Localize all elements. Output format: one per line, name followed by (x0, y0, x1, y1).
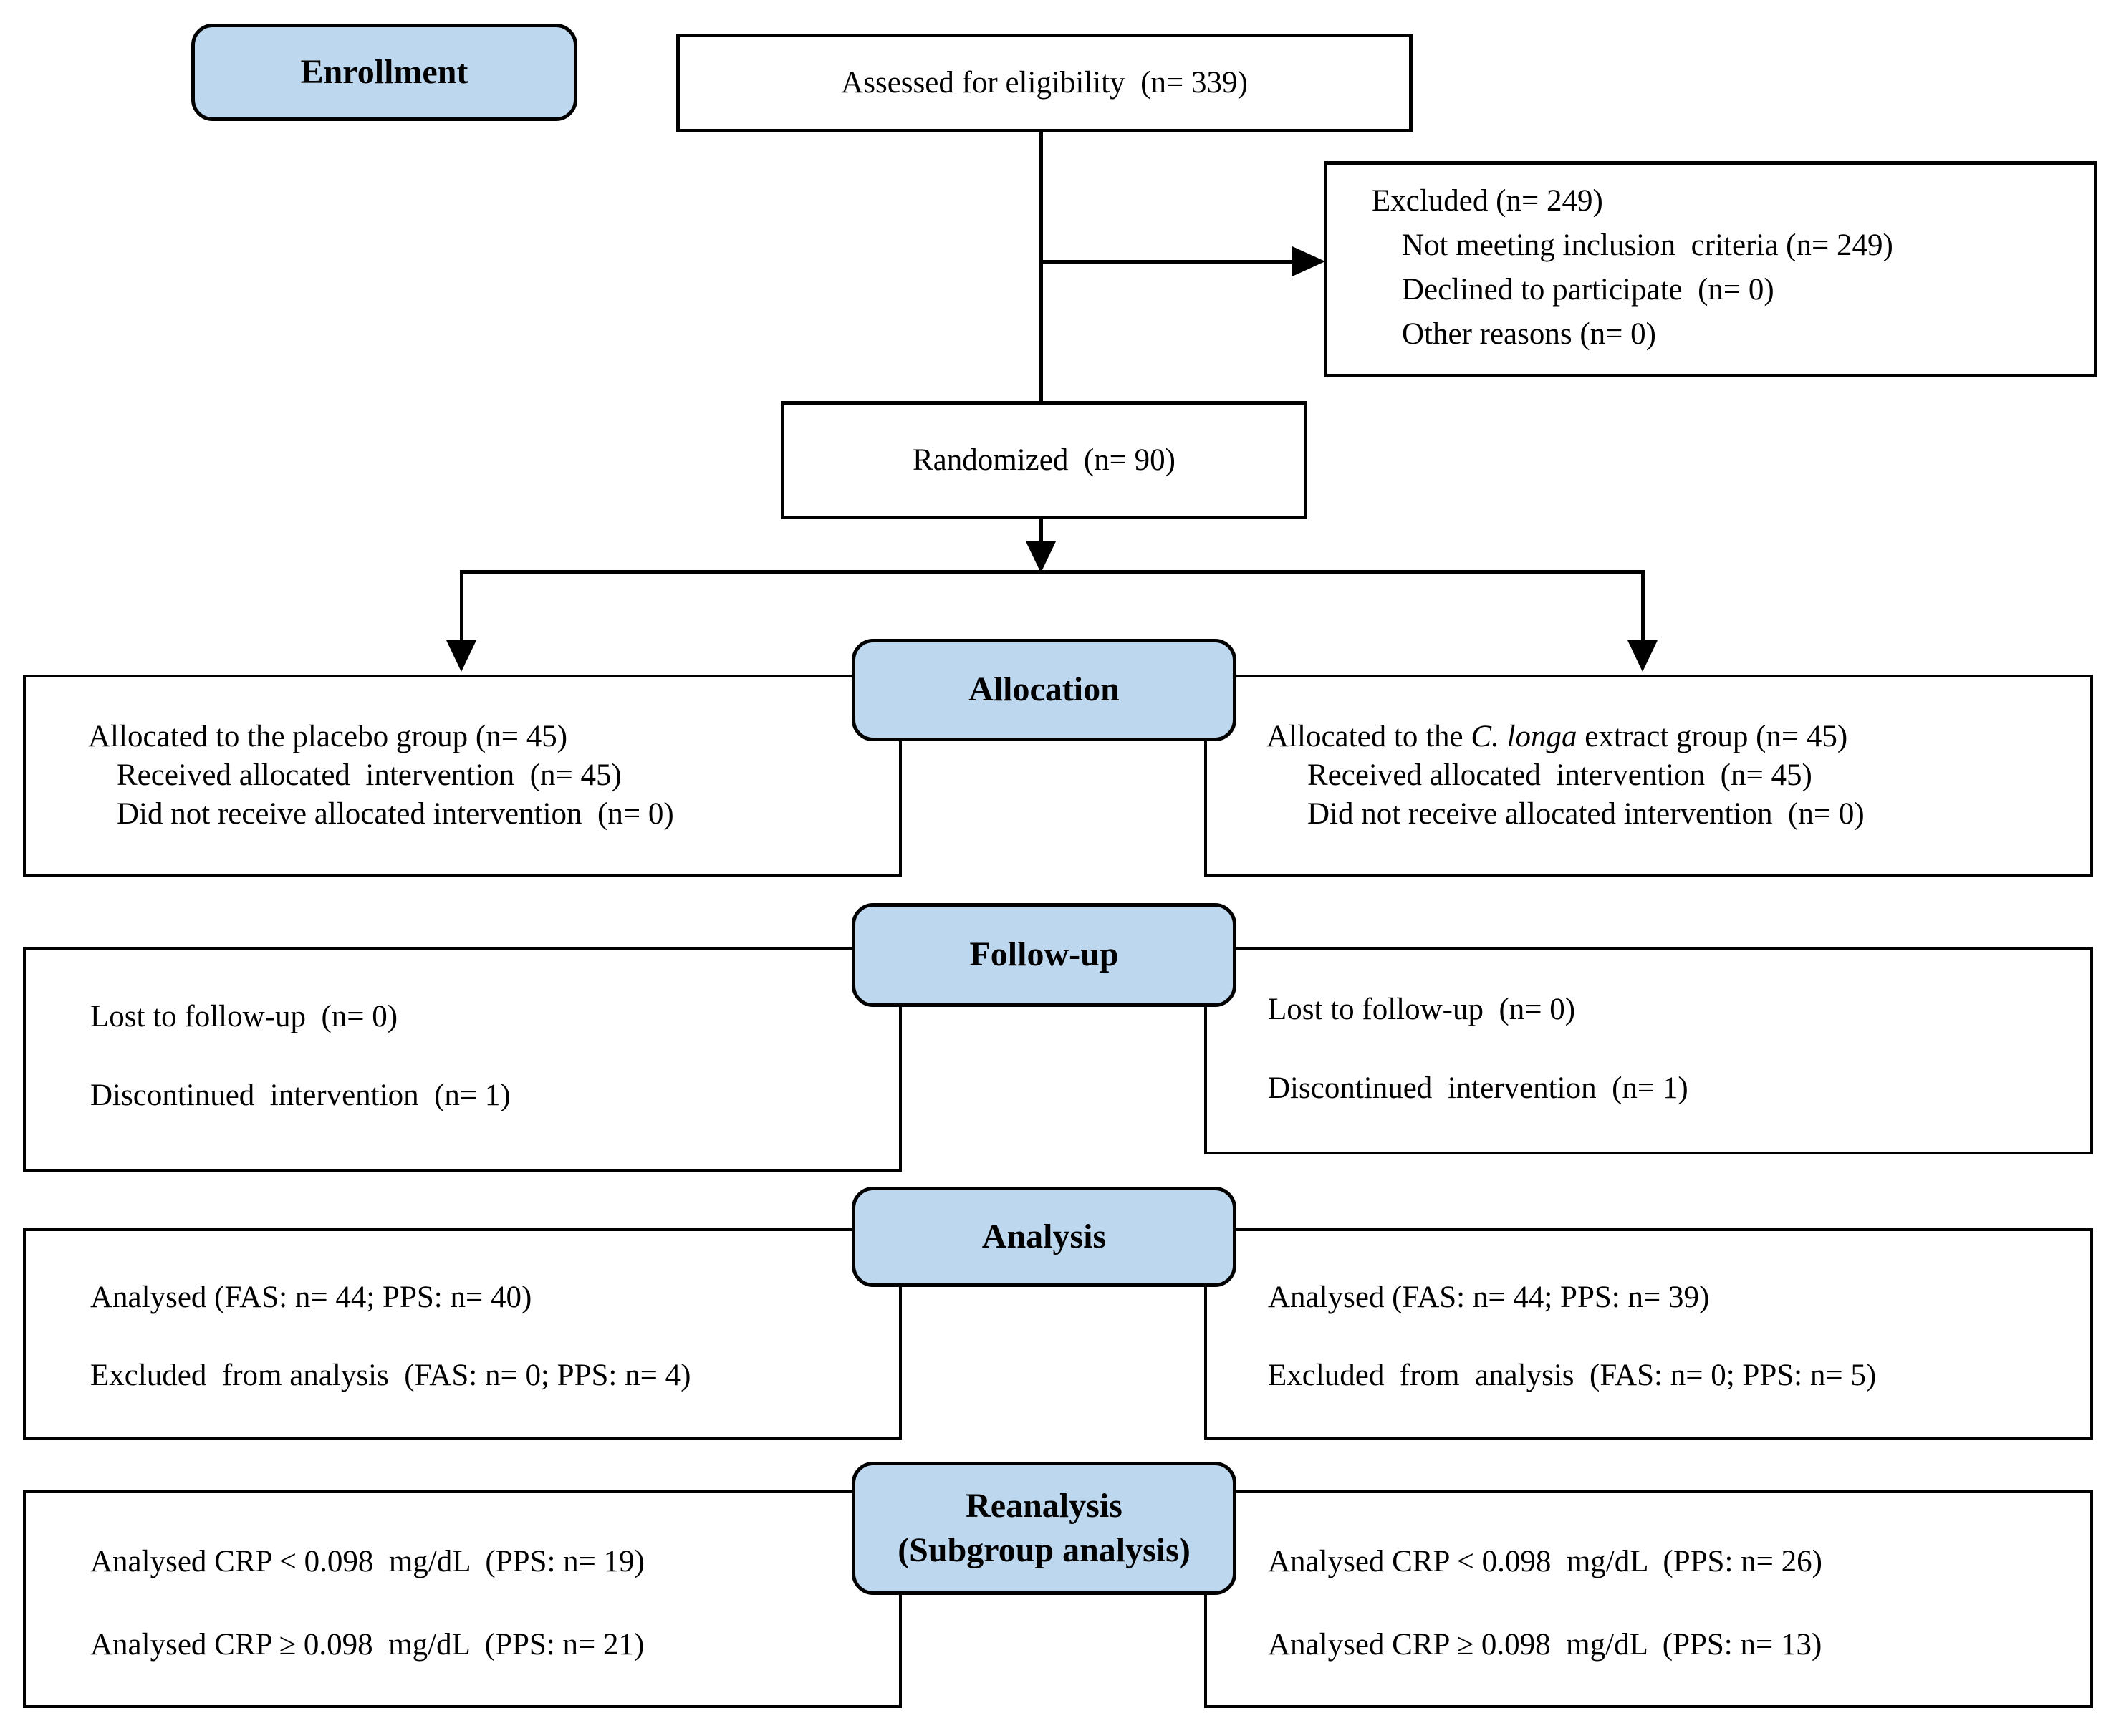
branch-to-excluded-line (1041, 260, 1295, 264)
extract-reanalysis-line2: Analysed CRP ≥ 0.098 mg/dL (PPS: n= 13) (1268, 1628, 1822, 1662)
followup-stage-label-text: Follow-up (969, 935, 1119, 974)
analysis-stage-label: Analysis (852, 1187, 1236, 1287)
followup-stage-label: Follow-up (852, 903, 1236, 1007)
extract-reanalysis-line1: Analysed CRP < 0.098 mg/dL (PPS: n= 26) (1268, 1545, 1822, 1578)
left-branch-arrowhead-icon (446, 640, 476, 672)
placebo-allocation-line1: Allocated to the placebo group (n= 45) (88, 720, 568, 753)
allocation-stage-label: Allocation (852, 639, 1236, 741)
right-branch-line (1641, 570, 1645, 642)
excluded-item-inclusion-criteria: Not meeting inclusion criteria (n= 249) (1402, 228, 1893, 262)
placebo-reanalysis-box: Analysed CRP < 0.098 mg/dL (PPS: n= 19) … (23, 1490, 902, 1708)
extract-allocation-line3: Did not receive allocated intervention (… (1307, 797, 1865, 831)
allocation-stage-label-text: Allocation (968, 670, 1120, 709)
placebo-reanalysis-line2: Analysed CRP ≥ 0.098 mg/dL (PPS: n= 21) (90, 1628, 645, 1662)
extract-allocation-line1-species: C. longa (1471, 720, 1577, 753)
placebo-followup-box: Lost to follow-up (n= 0) Discontinued in… (23, 947, 902, 1172)
placebo-analysis-line1: Analysed (FAS: n= 44; PPS: n= 40) (90, 1281, 532, 1314)
extract-analysis-line1: Analysed (FAS: n= 44; PPS: n= 39) (1268, 1281, 1710, 1314)
excluded-item-declined: Declined to participate (n= 0) (1402, 273, 1774, 307)
placebo-followup-line2: Discontinued intervention (n= 1) (90, 1079, 511, 1112)
extract-allocation-line2: Received allocated intervention (n= 45) (1307, 758, 1812, 792)
reanalysis-stage-label: Reanalysis (Subgroup analysis) (852, 1462, 1236, 1595)
left-branch-line (460, 570, 463, 642)
excluded-arrowhead-icon (1292, 246, 1325, 276)
placebo-reanalysis-line1: Analysed CRP < 0.098 mg/dL (PPS: n= 19) (90, 1545, 645, 1578)
enrollment-stage-label-text: Enrollment (300, 52, 468, 91)
analysis-stage-label-text: Analysis (981, 1217, 1107, 1255)
extract-allocation-box: Allocated to the C. longa extract group … (1204, 675, 2093, 877)
placebo-analysis-line2: Excluded from analysis (FAS: n= 0; PPS: … (90, 1359, 691, 1392)
extract-followup-box: Lost to follow-up (n= 0) Discontinued in… (1204, 947, 2093, 1154)
extract-reanalysis-box: Analysed CRP < 0.098 mg/dL (PPS: n= 26) … (1204, 1490, 2093, 1708)
placebo-allocation-line2: Received allocated intervention (n= 45) (117, 758, 622, 792)
extract-followup-line2: Discontinued intervention (n= 1) (1268, 1071, 1688, 1105)
excluded-item-other: Other reasons (n= 0) (1402, 317, 1657, 351)
extract-allocation-line1-post: extract group (n= 45) (1577, 720, 1848, 753)
randomized-text: Randomized (n= 90) (913, 443, 1175, 477)
split-arrowhead-icon (1026, 541, 1056, 573)
excluded-title: Excluded (n= 249) (1372, 184, 1603, 218)
eligibility-to-randomized-line (1039, 131, 1043, 401)
extract-allocation-line1: Allocated to the C. longa extract group … (1207, 718, 2090, 756)
extract-allocation-line1-pre: Allocated to the (1266, 720, 1471, 753)
extract-followup-line1: Lost to follow-up (n= 0) (1268, 993, 1576, 1026)
reanalysis-stage-label-line1: Reanalysis (966, 1486, 1122, 1525)
right-branch-arrowhead-icon (1627, 640, 1658, 672)
extract-analysis-line2: Excluded from analysis (FAS: n= 0; PPS: … (1268, 1359, 1877, 1392)
placebo-followup-line1: Lost to follow-up (n= 0) (90, 1000, 398, 1033)
enrollment-stage-label: Enrollment (191, 24, 577, 121)
excluded-box: Excluded (n= 249) Not meeting inclusion … (1324, 161, 2097, 377)
randomized-to-split-line (1039, 518, 1043, 544)
assessed-for-eligibility-box: Assessed for eligibility (n= 339) (676, 34, 1413, 132)
placebo-allocation-line3: Did not receive allocated intervention (… (117, 797, 674, 831)
assessed-for-eligibility-text: Assessed for eligibility (n= 339) (841, 66, 1248, 100)
reanalysis-stage-label-line2: (Subgroup analysis) (898, 1531, 1191, 1569)
randomized-box: Randomized (n= 90) (781, 401, 1307, 519)
placebo-analysis-box: Analysed (FAS: n= 44; PPS: n= 40) Exclud… (23, 1228, 902, 1440)
placebo-allocation-box: Allocated to the placebo group (n= 45) R… (23, 675, 902, 877)
extract-analysis-box: Analysed (FAS: n= 44; PPS: n= 39) Exclud… (1204, 1228, 2093, 1440)
